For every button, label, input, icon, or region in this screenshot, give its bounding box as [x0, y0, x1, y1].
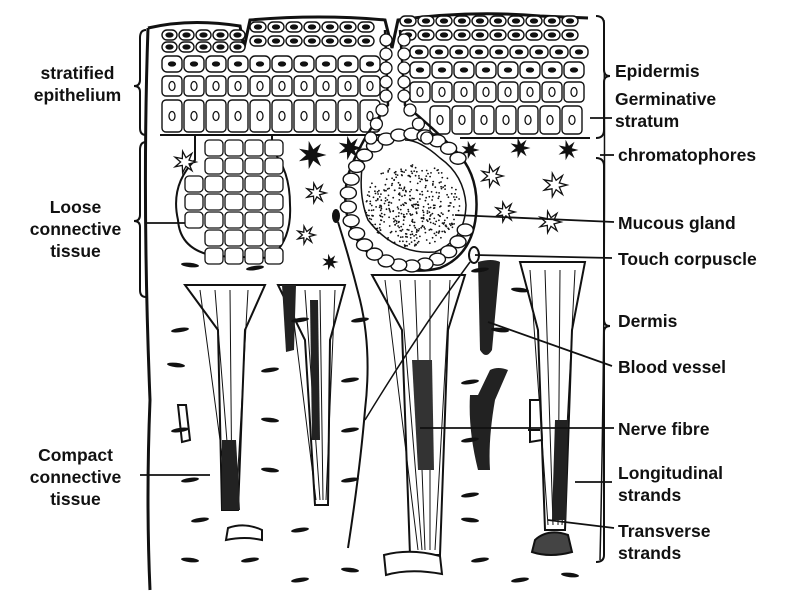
section-left-edge	[145, 28, 150, 590]
label-transverse-strands: Transverse strands	[618, 520, 710, 564]
gland-left-cell-mass	[176, 135, 290, 264]
label-stratified-epithelium: stratified epithelium	[20, 62, 135, 106]
label-longitudinal-strands: Longitudinal strands	[618, 462, 723, 506]
label-chromatophores: chromatophores	[618, 144, 756, 166]
label-dermis: Dermis	[618, 310, 677, 332]
epidermal-cells	[162, 16, 588, 134]
label-germinative-stratum: Germinative stratum	[615, 88, 716, 132]
label-touch-corpuscle: Touch corpuscle	[618, 248, 757, 270]
longitudinal-strands	[185, 262, 585, 555]
label-blood-vessel: Blood vessel	[618, 356, 726, 378]
label-mucous-gland: Mucous gland	[618, 212, 736, 234]
label-loose-connective-tissue: Loose connective tissue	[18, 196, 133, 262]
label-compact-connective-tissue: Compact connective tissue	[18, 444, 133, 510]
transverse-strands	[226, 525, 572, 575]
label-epidermis: Epidermis	[615, 60, 700, 82]
label-nerve-fibre: Nerve fibre	[618, 418, 709, 440]
